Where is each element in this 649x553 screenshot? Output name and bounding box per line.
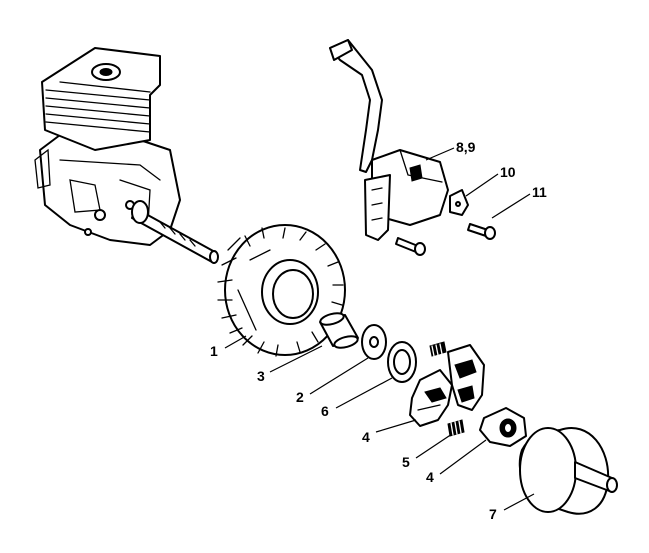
callout-ignition-module: 8,9 <box>456 139 476 155</box>
callout-spacer-sleeve: 3 <box>257 368 265 384</box>
callout-fan-wheel: 1 <box>210 343 218 359</box>
clutch-shoe <box>409 369 453 427</box>
spring-upper <box>429 341 447 357</box>
screw-bracket <box>467 223 496 240</box>
callout-spring: 5 <box>402 454 410 470</box>
fan-wheel <box>217 224 346 357</box>
washer <box>361 324 387 360</box>
bracket <box>449 189 469 216</box>
screw-module <box>395 237 426 256</box>
spring-lower <box>447 419 465 437</box>
callout-clutch-shoe: 4 <box>362 429 370 445</box>
carrier <box>479 407 527 447</box>
callout-screw: 11 <box>532 184 547 200</box>
leader-lines <box>224 147 535 511</box>
clutch-drum <box>518 427 618 515</box>
callout-clutch-drum: 7 <box>489 506 497 522</box>
callout-thin-washer: 6 <box>321 403 329 419</box>
callout-bracket: 10 <box>500 164 516 180</box>
callout-carrier: 4 <box>426 469 434 485</box>
ignition-module <box>329 39 449 241</box>
clutch-carrier-upper <box>447 344 485 411</box>
thin-washer <box>387 341 417 383</box>
engine-assembly <box>34 47 219 264</box>
callout-labels: 1 3 2 6 4 5 4 7 8,9 10 11 <box>210 139 547 522</box>
callout-washer: 2 <box>296 389 304 405</box>
spacer-sleeve <box>319 312 359 349</box>
